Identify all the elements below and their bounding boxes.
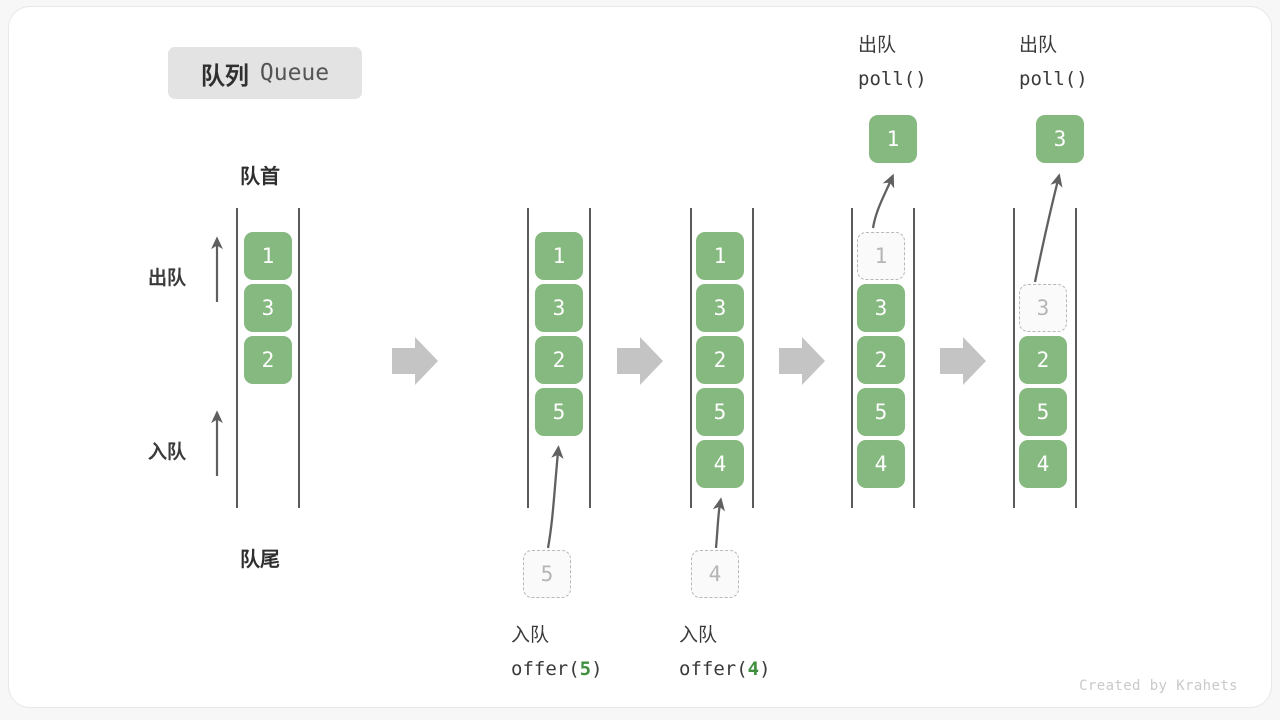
title-label-en: Queue [259, 60, 330, 86]
queue-rail-right-col3 [752, 208, 754, 508]
queue-cell: 1 [244, 232, 292, 280]
pending-cell: 5 [523, 550, 571, 598]
queue-rail-left-col5 [1013, 208, 1015, 508]
queue-rail-right-col2 [589, 208, 591, 508]
queue-cell: 2 [696, 336, 744, 384]
queue-cell-ghost: 1 [857, 232, 905, 280]
operation-caption-poll3: 出队 poll() [1019, 30, 1088, 95]
queue-rail-left-col4 [851, 208, 853, 508]
operation-caption-cn: 入队 [679, 625, 718, 646]
queue-cell: 3 [535, 284, 583, 332]
queue-rail-left-col2 [527, 208, 529, 508]
title-label-cn: 队列 [200, 62, 249, 90]
diagram-card [8, 6, 1272, 708]
queue-rail-left-col3 [690, 208, 692, 508]
operation-caption-code: poll() [1019, 67, 1088, 90]
operation-caption-poll1: 出队 poll() [858, 30, 927, 95]
operation-caption-cn: 入队 [511, 625, 550, 646]
popped-cell: 1 [869, 115, 917, 163]
enqueue-direction-label: 入队 [148, 442, 187, 463]
queue-cell: 2 [535, 336, 583, 384]
queue-cell: 5 [857, 388, 905, 436]
operation-arg: 5 [579, 657, 592, 680]
queue-rail-right-col4 [913, 208, 915, 508]
queue-cell: 4 [696, 440, 744, 488]
pending-cell: 4 [691, 550, 739, 598]
queue-cell: 5 [535, 388, 583, 436]
operation-caption-code: poll() [858, 67, 927, 90]
queue-cell: 2 [244, 336, 292, 384]
queue-cell: 3 [244, 284, 292, 332]
operation-caption-code: offer(5) [511, 657, 603, 680]
operation-caption-offer5: 入队 offer(5) [511, 620, 603, 685]
queue-cell: 5 [1019, 388, 1067, 436]
credit-label: Created by Krahets [1079, 678, 1238, 694]
queue-cell: 1 [535, 232, 583, 280]
operation-caption-cn: 出队 [1019, 35, 1058, 56]
queue-cell: 3 [857, 284, 905, 332]
dequeue-direction-label: 出队 [148, 268, 187, 289]
queue-cell: 4 [857, 440, 905, 488]
operation-caption-cn: 出队 [858, 35, 897, 56]
queue-cell: 1 [696, 232, 744, 280]
queue-cell: 5 [696, 388, 744, 436]
queue-cell: 4 [1019, 440, 1067, 488]
operation-caption-offer4: 入队 offer(4) [679, 620, 771, 685]
operation-caption-code: offer(4) [679, 657, 771, 680]
operation-arg: 4 [747, 657, 760, 680]
queue-cell: 3 [696, 284, 744, 332]
queue-cell: 2 [857, 336, 905, 384]
queue-rail-right-col5 [1075, 208, 1077, 508]
title-badge: 队列 Queue [168, 47, 362, 99]
queue-rail-left-col1 [236, 208, 238, 508]
rear-label: 队尾 [240, 549, 280, 571]
popped-cell: 3 [1036, 115, 1084, 163]
front-label: 队首 [240, 166, 280, 188]
queue-rail-right-col1 [298, 208, 300, 508]
queue-cell: 2 [1019, 336, 1067, 384]
queue-cell-ghost: 3 [1019, 284, 1067, 332]
